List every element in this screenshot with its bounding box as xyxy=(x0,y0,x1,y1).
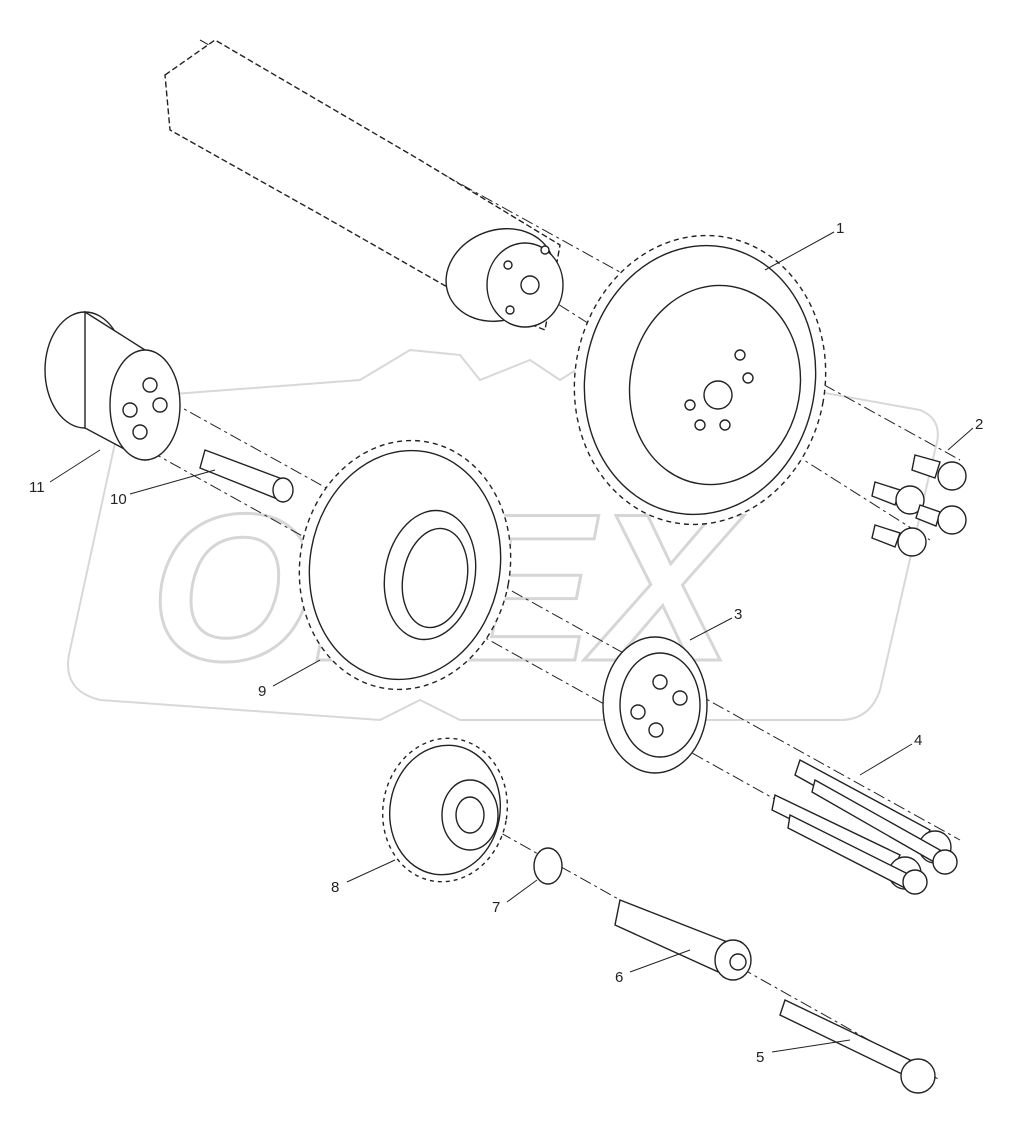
leader-lines xyxy=(49,231,974,1053)
long-bolts xyxy=(771,758,958,895)
small-idler-gear xyxy=(381,737,509,883)
callout-5: 5 xyxy=(756,1049,764,1066)
hub-flange xyxy=(602,636,708,774)
camshaft-gear xyxy=(573,234,827,526)
idler-hub xyxy=(44,310,181,462)
callout-labels: 1 2 3 4 5 6 7 8 9 10 11 xyxy=(29,220,983,1066)
shaft-pin xyxy=(614,899,752,981)
bolt xyxy=(779,999,936,1094)
idler-gear xyxy=(298,439,512,691)
camshaft xyxy=(164,39,564,331)
callout-2: 2 xyxy=(975,416,983,433)
ring xyxy=(533,847,563,885)
pin xyxy=(199,449,294,503)
callout-8: 8 xyxy=(331,879,339,896)
gear-bolts xyxy=(871,454,967,557)
callout-3: 3 xyxy=(734,606,742,623)
callout-9: 9 xyxy=(258,683,266,700)
callout-4: 4 xyxy=(914,732,922,749)
callout-7: 7 xyxy=(492,899,500,916)
callout-11: 11 xyxy=(29,479,45,496)
callout-6: 6 xyxy=(615,969,623,986)
callout-10: 10 xyxy=(110,491,127,508)
callout-1: 1 xyxy=(836,220,844,237)
